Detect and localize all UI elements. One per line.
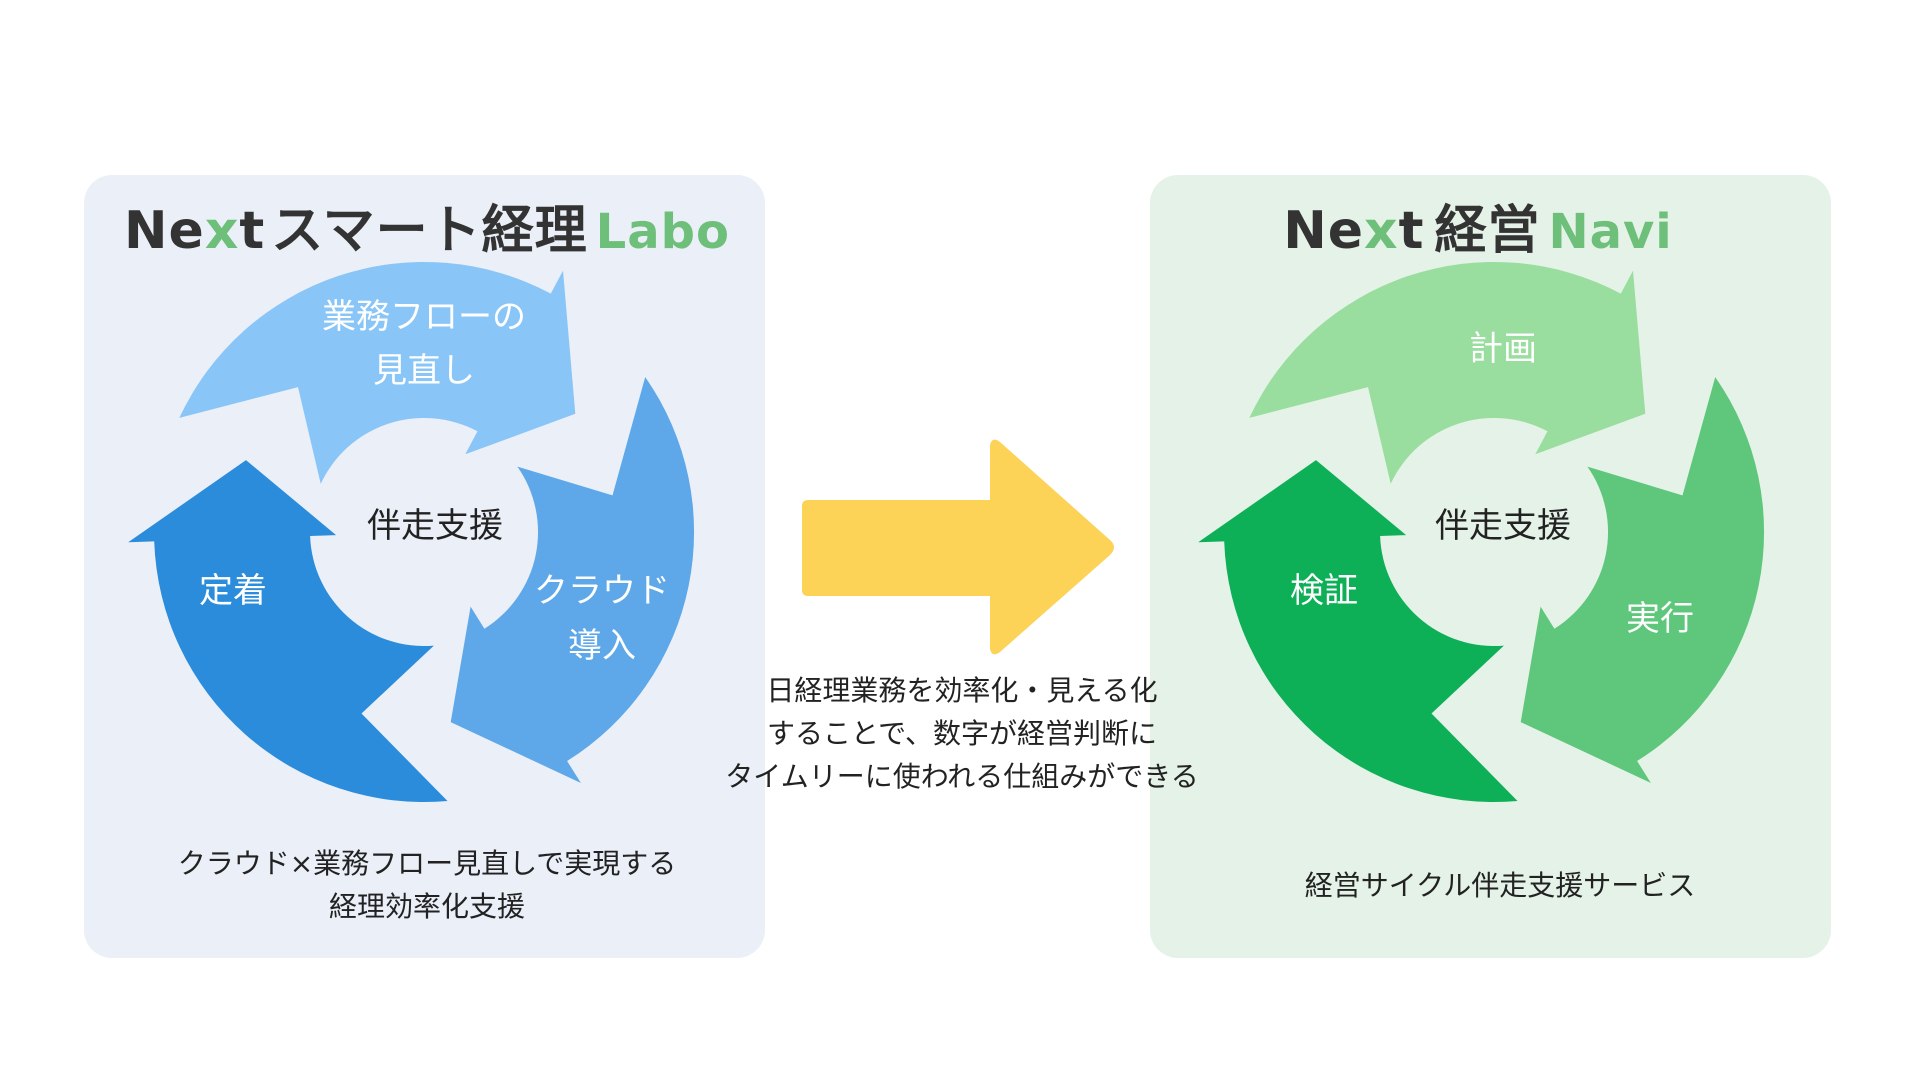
transition-arrow [802,439,1114,655]
cycle-label-cloud-2: 導入 [568,626,636,666]
left-cycle-arrow-1 [179,261,576,484]
left-caption: クラウド×業務フロー見直しで実現する経理効率化支援 [177,847,677,923]
cycle-label-settle: 定着 [199,571,267,611]
left-center-label: 伴走支援 [367,506,503,546]
right-caption: 経営サイクル伴走支援サービス [1304,869,1696,902]
cycle-label-review-2: 見直し [373,351,475,391]
cycle-label-cloud-1: クラウド [534,571,670,611]
cycle-label-check: 検証 [1290,571,1358,611]
cycle-label-review-1: 業務フローの [322,297,526,337]
middle-description: 日経理業務を効率化・見える化することで、数字が経営判断にタイムリーに使われる仕組… [725,674,1199,793]
right-center-label: 伴走支援 [1435,506,1571,546]
cycle-label-do: 実行 [1626,599,1694,639]
right-cycle-arrow-1 [1249,261,1646,484]
left-cycle-arrow-2 [450,377,695,783]
left-cycle-arrow-3 [128,460,448,803]
right-cycle-arrow-2 [1520,377,1765,783]
cycle-label-plan: 計画 [1469,329,1537,369]
right-cycle-arrow-3 [1198,460,1518,803]
